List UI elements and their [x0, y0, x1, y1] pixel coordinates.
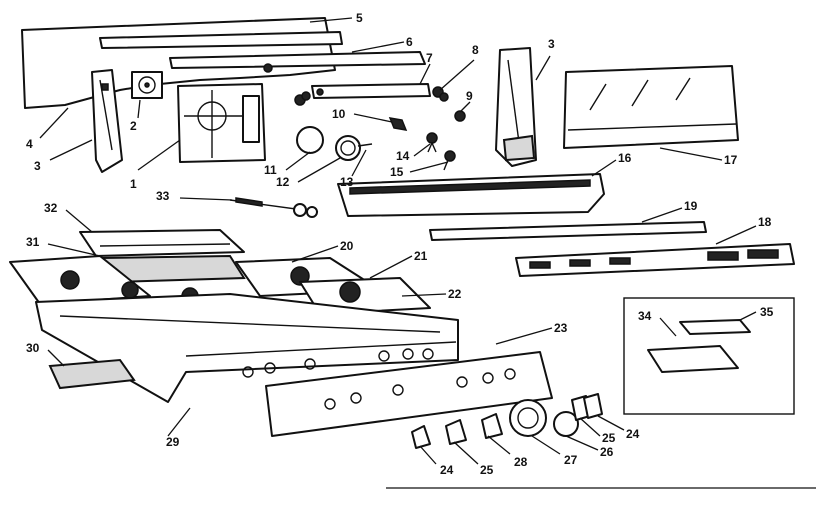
part-disc: [296, 126, 324, 154]
callout-12: 12: [276, 175, 290, 189]
callout-10: 10: [332, 107, 346, 121]
part-side-bracket-left: [91, 69, 123, 173]
part-side-bracket-right: [495, 47, 537, 167]
callout-7: 7: [426, 51, 433, 65]
part-timer: [131, 71, 163, 99]
part-control-panel: [265, 351, 553, 437]
part-burner-tube: [311, 83, 431, 99]
callout-26: 26: [600, 445, 614, 459]
part-drip-tray: [48, 358, 136, 390]
part-glass-panel: [563, 65, 739, 149]
callout-18: 18: [758, 215, 772, 229]
part-fitting: [454, 110, 466, 122]
callout-22: 22: [448, 287, 462, 301]
callout-30: 30: [26, 341, 40, 355]
part-igniter-wire-bracket: [229, 197, 319, 218]
part-spark-assembly: [426, 132, 438, 153]
callout-28: 28: [514, 455, 528, 469]
callout-24-bottom: 24: [440, 463, 454, 477]
part-inset-box: [623, 297, 795, 415]
callout-24-right: 24: [626, 427, 640, 441]
part-cooktop-body: [35, 293, 459, 403]
callout-17: 17: [724, 153, 738, 167]
callout-16: 16: [618, 151, 632, 165]
callout-23: 23: [554, 321, 568, 335]
callout-29: 29: [166, 435, 180, 449]
part-clip: [388, 117, 408, 131]
callout-1: 1: [130, 177, 137, 191]
callout-27: 27: [564, 453, 578, 467]
callout-13: 13: [340, 175, 354, 189]
part-backsplash-trim: [337, 173, 605, 217]
part-knob-25-left: [445, 419, 467, 445]
leader-lines: [39, 17, 757, 465]
callout-3-right: 3: [548, 37, 555, 51]
part-ring: [335, 135, 373, 161]
part-knob-28: [481, 413, 503, 439]
part-igniter: [443, 150, 456, 171]
callout-4: 4: [26, 137, 33, 151]
part-control-housing: [177, 83, 266, 163]
part-knob-27: [509, 399, 547, 437]
callout-34: 34: [638, 309, 652, 323]
callout-25-right: 25: [602, 431, 616, 445]
part-knob-24-right: [583, 393, 603, 419]
part-grate-left: [9, 255, 151, 305]
callout-15: 15: [390, 165, 404, 179]
part-control-strip: [515, 243, 795, 277]
callout-20: 20: [340, 239, 354, 253]
callout-31: 31: [26, 235, 40, 249]
callout-33: 33: [156, 189, 170, 203]
callout-8: 8: [472, 43, 479, 57]
callout-9: 9: [466, 89, 473, 103]
callout-6: 6: [406, 35, 413, 49]
callout-32: 32: [44, 201, 58, 215]
callout-25-bottom: 25: [480, 463, 494, 477]
part-rail: [169, 51, 426, 73]
callout-19: 19: [684, 199, 698, 213]
part-knob-24-left: [411, 425, 431, 449]
callout-3-left: 3: [34, 159, 41, 173]
part-rod: [429, 221, 707, 241]
part-igniter-pair: [294, 86, 449, 106]
callout-21: 21: [414, 249, 428, 263]
callout-11: 11: [264, 163, 277, 177]
part-top-rod: [99, 31, 343, 49]
callout-5: 5: [356, 11, 363, 25]
callout-14: 14: [396, 149, 410, 163]
part-griddle-plate: [79, 229, 245, 257]
callout-2: 2: [130, 119, 137, 133]
callout-35: 35: [760, 305, 774, 319]
